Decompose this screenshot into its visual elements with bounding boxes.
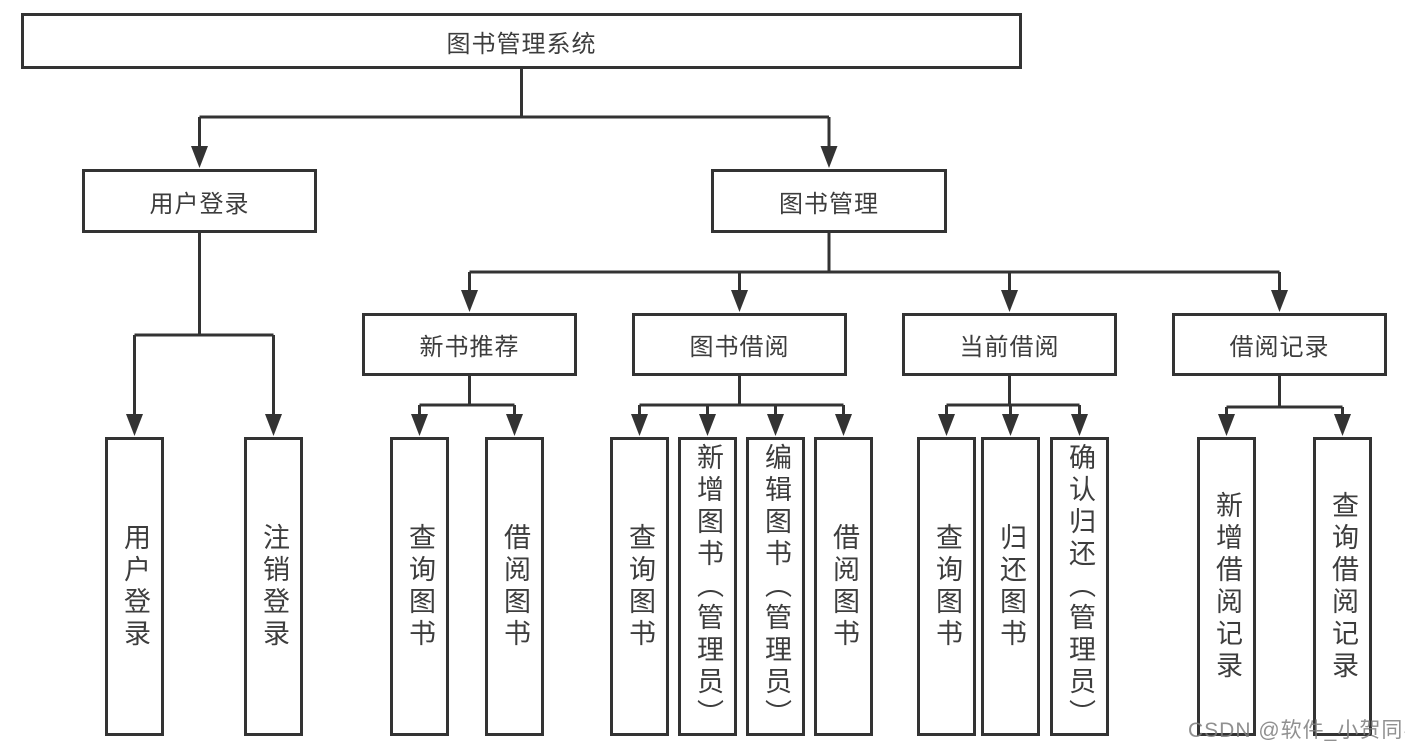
leaf-user-login-label: 用户登录 <box>120 522 150 651</box>
leaf-query-book-1: 查询图书 <box>390 437 449 736</box>
node-borrow-record-label: 借阅记录 <box>1229 334 1330 361</box>
node-book-borrow-label: 图书借阅 <box>689 334 790 361</box>
watermark: CSDN @软件_小贺同学 <box>1188 719 1405 742</box>
node-new-book-recommend: 新书推荐 <box>362 313 577 376</box>
leaf-logout-label: 注销登录 <box>259 522 289 651</box>
leaf-add-book-admin-label: 新增图书（管理员） <box>693 442 723 731</box>
leaf-query-borrow-record: 查询借阅记录 <box>1313 437 1372 736</box>
node-root-label: 图书管理系统 <box>446 30 597 58</box>
leaf-confirm-return-admin-label: 确认归还（管理员） <box>1065 442 1095 731</box>
leaf-return-book: 归还图书 <box>981 437 1040 736</box>
leaf-return-book-label: 归还图书 <box>996 522 1026 651</box>
leaf-confirm-return-admin: 确认归还（管理员） <box>1050 437 1109 736</box>
leaf-edit-book-admin-label: 编辑图书（管理员） <box>761 442 791 731</box>
node-book-management: 图书管理 <box>711 169 947 233</box>
leaf-query-book-1-label: 查询图书 <box>405 522 435 651</box>
leaf-query-borrow-record-label: 查询借阅记录 <box>1328 490 1358 683</box>
leaf-edit-book-admin: 编辑图书（管理员） <box>746 437 805 736</box>
leaf-add-borrow-record-label: 新增借阅记录 <box>1212 490 1242 683</box>
arrowheads <box>126 146 1351 436</box>
leaf-add-borrow-record: 新增借阅记录 <box>1197 437 1256 736</box>
leaf-user-login: 用户登录 <box>105 437 164 736</box>
node-current-borrow-label: 当前借阅 <box>959 334 1060 361</box>
node-user-login-label: 用户登录 <box>149 190 250 218</box>
leaf-query-book-2: 查询图书 <box>610 437 669 736</box>
node-book-management-label: 图书管理 <box>779 190 879 218</box>
leaf-query-book-3: 查询图书 <box>917 437 976 736</box>
leaf-borrow-book-2-label: 借阅图书 <box>829 522 859 651</box>
node-book-borrow: 图书借阅 <box>632 313 847 376</box>
node-root: 图书管理系统 <box>21 13 1022 69</box>
leaf-borrow-book-2: 借阅图书 <box>814 437 873 736</box>
leaf-query-book-2-label: 查询图书 <box>625 522 655 651</box>
node-new-book-recommend-label: 新书推荐 <box>419 334 520 361</box>
leaf-query-book-3-label: 查询图书 <box>932 522 962 651</box>
leaf-borrow-book-1-label: 借阅图书 <box>500 522 530 651</box>
node-borrow-record: 借阅记录 <box>1172 313 1387 376</box>
node-current-borrow: 当前借阅 <box>902 313 1117 376</box>
leaf-add-book-admin: 新增图书（管理员） <box>678 437 737 736</box>
node-user-login: 用户登录 <box>82 169 317 233</box>
leaf-borrow-book-1: 借阅图书 <box>485 437 544 736</box>
leaf-logout: 注销登录 <box>244 437 303 736</box>
